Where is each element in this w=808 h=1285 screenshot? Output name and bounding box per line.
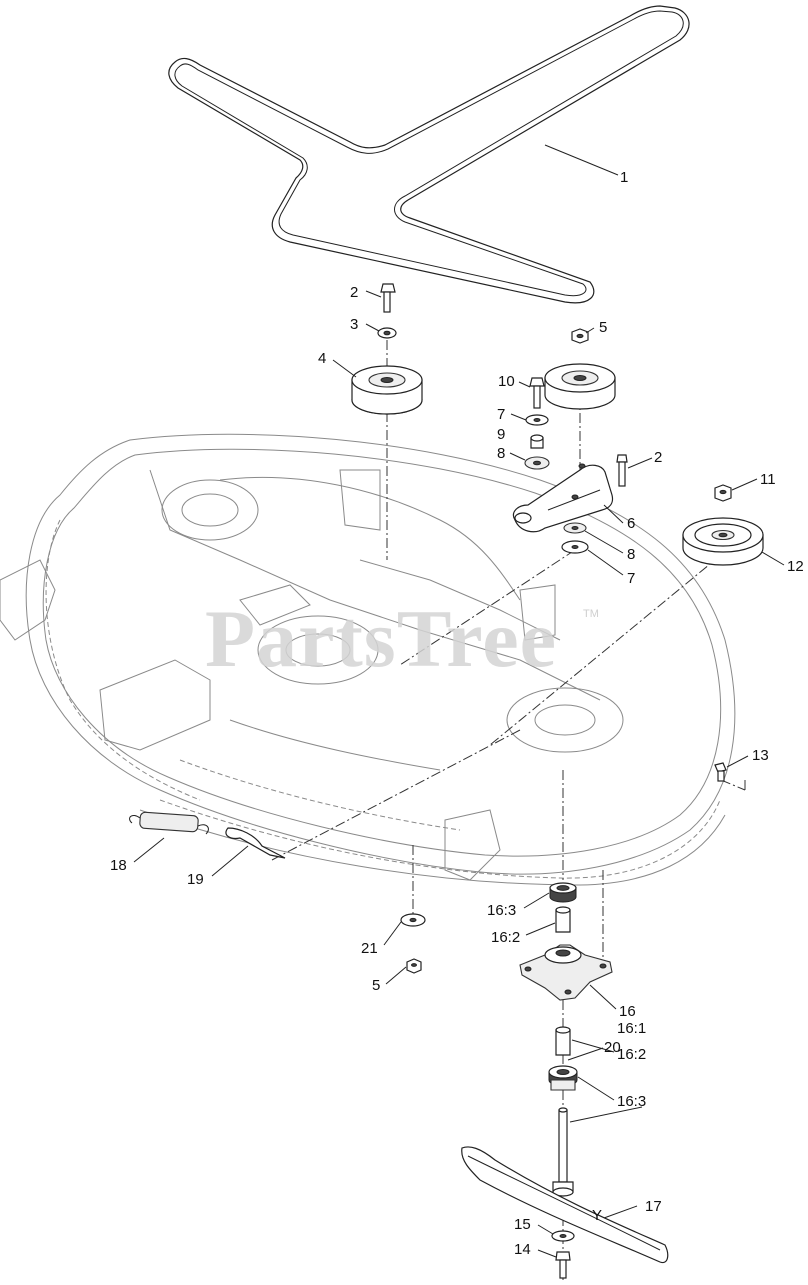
spindle-shaft-20	[550, 1079, 576, 1197]
callout-18: 18	[110, 857, 127, 874]
washer-7-lower	[561, 540, 589, 554]
spindle-housing-16	[519, 944, 613, 1001]
callout-6: 6	[627, 515, 635, 532]
washer-7-top	[525, 414, 549, 426]
washer-3	[377, 327, 397, 339]
callout-16-2-lower: 16:2	[617, 1046, 646, 1063]
callout-14: 14	[514, 1241, 531, 1258]
bolt-2-right	[616, 454, 628, 487]
callout-2-right: 2	[654, 449, 662, 466]
leader-lines	[133, 144, 785, 1258]
callout-2-left: 2	[350, 284, 358, 301]
blade-mark: Y	[592, 1207, 602, 1224]
bolt-10	[529, 377, 545, 409]
callout-13: 13	[752, 747, 769, 764]
callout-19: 19	[187, 871, 204, 888]
callout-16-3-lower: 16:3	[617, 1093, 646, 1110]
callout-17: 17	[645, 1198, 662, 1215]
belt	[168, 5, 690, 304]
callout-5-top: 5	[599, 319, 607, 336]
pulley-12	[682, 517, 764, 566]
assembly-centerlines	[271, 340, 746, 1280]
callout-labels: 1 2 3 4 5 10 7 9 8 2 6 8 7 11 12 13 18 1…	[110, 169, 804, 1258]
hairpin-clip-19	[225, 827, 286, 859]
bolt-14	[555, 1251, 571, 1279]
callout-1: 1	[620, 169, 628, 186]
callout-8-top: 8	[497, 445, 505, 462]
nut-11	[714, 484, 732, 502]
idler-pulley-4	[351, 365, 423, 415]
idler-pulley-right	[544, 363, 616, 410]
callout-3: 3	[350, 316, 358, 333]
callout-16: 16	[619, 1003, 636, 1020]
nut-5-top	[571, 328, 589, 344]
washer-8-lower	[563, 522, 587, 534]
callout-15: 15	[514, 1216, 531, 1233]
callout-12: 12	[787, 558, 804, 575]
spindle-bearing-16-3-top	[549, 882, 577, 903]
callout-16-3-top: 16:3	[487, 902, 516, 919]
spring-18	[129, 811, 209, 835]
callout-21: 21	[361, 940, 378, 957]
nut-5-lower	[406, 958, 422, 974]
blade-17: Y	[461, 1146, 669, 1264]
callout-7-top: 7	[497, 406, 505, 423]
bolt-13	[714, 762, 727, 782]
watermark-trademark: TM	[583, 608, 599, 620]
washer-21	[400, 913, 426, 927]
callout-9: 9	[497, 426, 505, 443]
spindle-spacer-16-2-lower	[555, 1026, 571, 1056]
callout-7-lower: 7	[627, 570, 635, 587]
spindle-spacer-16-2-top	[555, 906, 571, 933]
callout-8-lower: 8	[627, 546, 635, 563]
callout-10: 10	[498, 373, 515, 390]
washer-8-top	[524, 456, 550, 470]
callout-11: 11	[760, 471, 776, 488]
callout-5-lower: 5	[372, 977, 380, 994]
mower-deck	[0, 433, 736, 886]
spacer-9	[530, 434, 544, 449]
callout-4: 4	[318, 350, 326, 367]
bolt-2-left	[380, 283, 396, 313]
callout-16-2-top: 16:2	[491, 929, 520, 946]
washer-15	[551, 1230, 575, 1242]
idler-arm-6	[512, 463, 614, 533]
callout-16-1: 16:1	[617, 1020, 646, 1037]
